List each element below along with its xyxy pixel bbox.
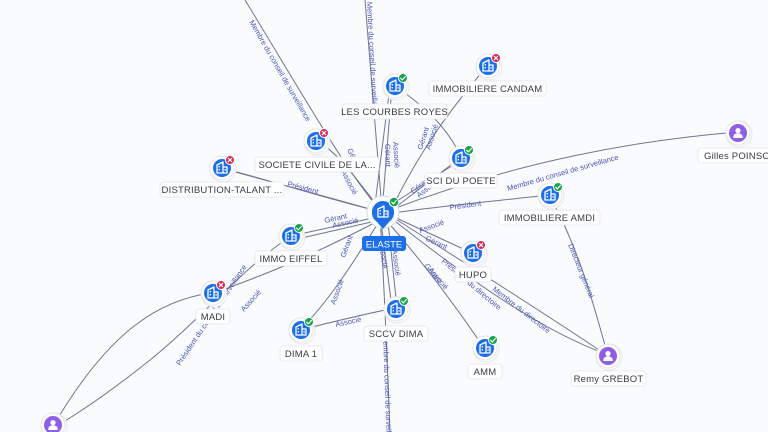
node-hupo[interactable] (460, 240, 488, 268)
edge-label: Membre du directoire (491, 284, 552, 335)
edge-label: Associé (391, 142, 402, 169)
svg-text:MADI: MADI (201, 312, 226, 323)
edge-label: Gérant (338, 233, 355, 258)
svg-text:LES COURBES ROYES: LES COURBES ROYES (341, 107, 448, 118)
svg-text:HUPO: HUPO (459, 270, 487, 281)
edge-label: Président (449, 199, 483, 212)
edge (244, 0, 381, 211)
node-label: IMMOBILIERE CANDAM (428, 80, 547, 97)
edge-label: Gérant (383, 144, 393, 168)
edge-label: Membre du conseil de surveillance (381, 335, 394, 432)
node-label: LES COURBES ROYES (341, 103, 448, 120)
edge-label: Associé (335, 315, 363, 329)
edge-label: Membre du conseil de surveillance (365, 2, 380, 118)
svg-text:IMMOBILIERE AMDI: IMMOBILIERE AMDI (504, 213, 595, 224)
node-immobiliere-candam[interactable] (475, 53, 503, 81)
node-label: MADI (195, 308, 231, 325)
edge (391, 194, 550, 214)
node-label: AMM (467, 363, 503, 380)
center-label: ELASTE (362, 236, 406, 251)
edge (364, 0, 383, 211)
node-immobiliere-amdi[interactable] (537, 182, 565, 210)
edge (391, 215, 473, 254)
node-distribution-talant[interactable] (209, 155, 237, 183)
edge-label: Associé (390, 249, 403, 276)
edge (220, 167, 381, 213)
edge (292, 219, 381, 241)
node-label: DIMA 1 (279, 345, 323, 362)
node-label: SOCIETE CIVILE DE LA... (254, 156, 380, 173)
node-label: Remy GREBOT (570, 370, 647, 387)
node-amm[interactable] (472, 335, 500, 363)
edge (393, 217, 609, 357)
svg-text:Gilles POINSOT: Gilles POINSOT (704, 151, 768, 162)
edge-label: Associé (418, 217, 446, 234)
svg-text:AMM: AMM (474, 367, 497, 378)
node-gilles-poinsot[interactable] (725, 120, 753, 148)
svg-text:SCI DU POETE: SCI DU POETE (426, 176, 495, 187)
node-les-courbes-royes[interactable] (382, 73, 410, 101)
node-label: DISTRIBUTION-TALANT ... (159, 181, 285, 198)
node-label: IMMOBILIERE AMDI (498, 209, 601, 226)
edge (290, 215, 383, 237)
edge-label: Associé (239, 288, 263, 314)
edge-label: Membre du conseil de surveillance (247, 19, 313, 124)
svg-text:IMMOBILIERE CANDAM: IMMOBILIERE CANDAM (433, 84, 543, 95)
node-label: HUPO (454, 266, 492, 283)
node-immo-eiffel[interactable] (278, 223, 306, 251)
svg-text:SOCIETE CIVILE DE LA...: SOCIETE CIVILE DE LA... (258, 160, 375, 171)
svg-text:ELASTE: ELASTE (366, 240, 402, 251)
edge (59, 235, 292, 425)
edge-label: Directeur général (566, 242, 596, 299)
svg-text:SCCV DIMA: SCCV DIMA (369, 329, 424, 340)
node-elaste[interactable] (366, 195, 400, 229)
node-label: IMMO EIFFEL (254, 250, 328, 267)
svg-text:Remy GREBOT: Remy GREBOT (574, 374, 644, 385)
edge-label: Président (286, 179, 320, 196)
edge-label: Associé (328, 278, 345, 306)
svg-text:DISTRIBUTION-TALANT ...: DISTRIBUTION-TALANT ... (162, 185, 283, 196)
svg-text:DIMA 1: DIMA 1 (285, 349, 317, 360)
node-remy-grebot[interactable] (595, 343, 623, 371)
svg-text:IMMO EIFFEL: IMMO EIFFEL (260, 254, 323, 265)
edge-label: Associé (426, 266, 450, 292)
node-label: SCCV DIMA (363, 325, 429, 342)
edge (395, 221, 607, 355)
edge-label: Associé (339, 169, 359, 196)
edge (54, 292, 212, 424)
node-dima-1[interactable] (288, 317, 316, 345)
node-sci-du-poete[interactable] (448, 145, 476, 173)
edge (384, 131, 739, 213)
node-sccv-dima[interactable] (383, 296, 411, 324)
node-label: SCI DU POETE (424, 172, 498, 189)
node-societe-civile[interactable] (303, 128, 331, 156)
node-label: Gilles POINSOT (697, 147, 768, 164)
node-person[interactable] (40, 412, 68, 432)
node-madi[interactable] (200, 280, 228, 308)
